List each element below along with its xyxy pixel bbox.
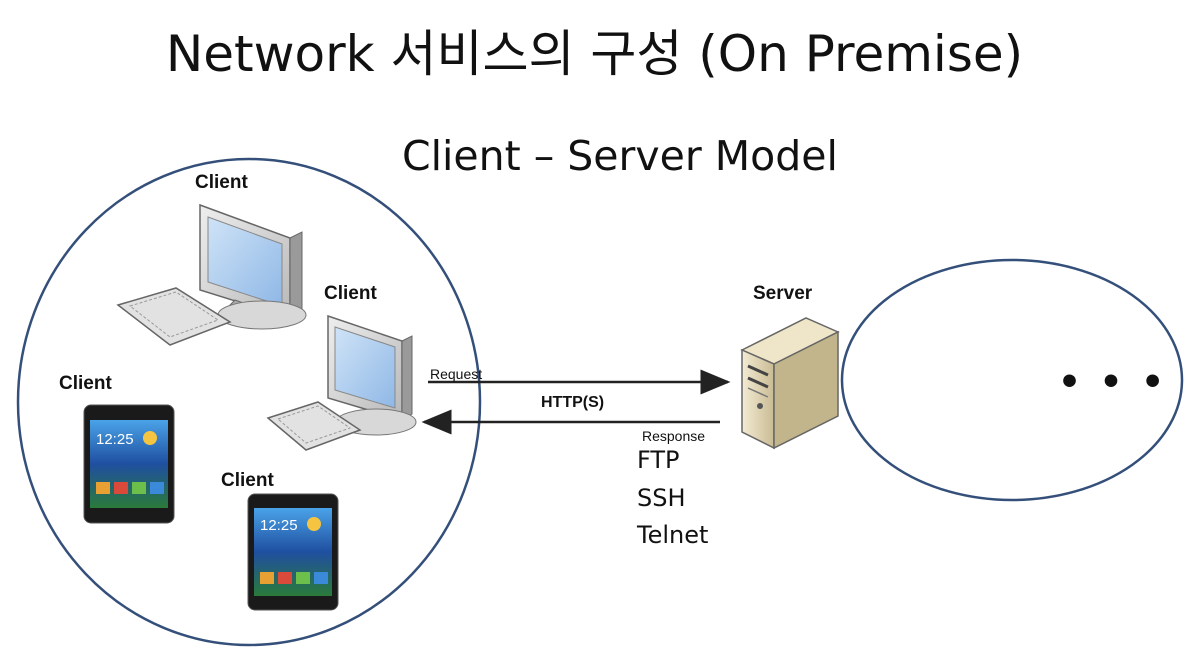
phone-clock: 12:25 [260,517,298,534]
smartphone-icon: 12:25 [83,404,175,524]
phone-clock: 12:25 [96,431,134,448]
desktop-computer-icon [266,314,417,451]
client-label: Client [221,470,274,491]
client-label: Client [195,172,248,193]
server-tower-icon [740,317,840,450]
protocol-telnet: Telnet [637,521,709,549]
smartphone-icon: 12:25 [247,493,339,611]
server-group-ellipse [840,258,1184,502]
protocol-label: HTTP(S) [541,394,605,411]
client-group-circle [16,157,482,647]
diagram-subtitle: Client – Server Model [402,132,838,180]
protocol-ssh: SSH [637,484,686,512]
server-label: Server [753,283,813,304]
client-label: Client [59,373,112,394]
request-label: Request [430,366,483,382]
ellipsis-text: • • • [1058,362,1168,403]
protocol-ftp: FTP [637,446,680,474]
desktop-computer-icon [116,203,307,346]
response-label: Response [642,428,706,444]
slide-title: Network 서비스의 구성 (On Premise) [165,25,1024,83]
client-label: Client [324,283,377,304]
